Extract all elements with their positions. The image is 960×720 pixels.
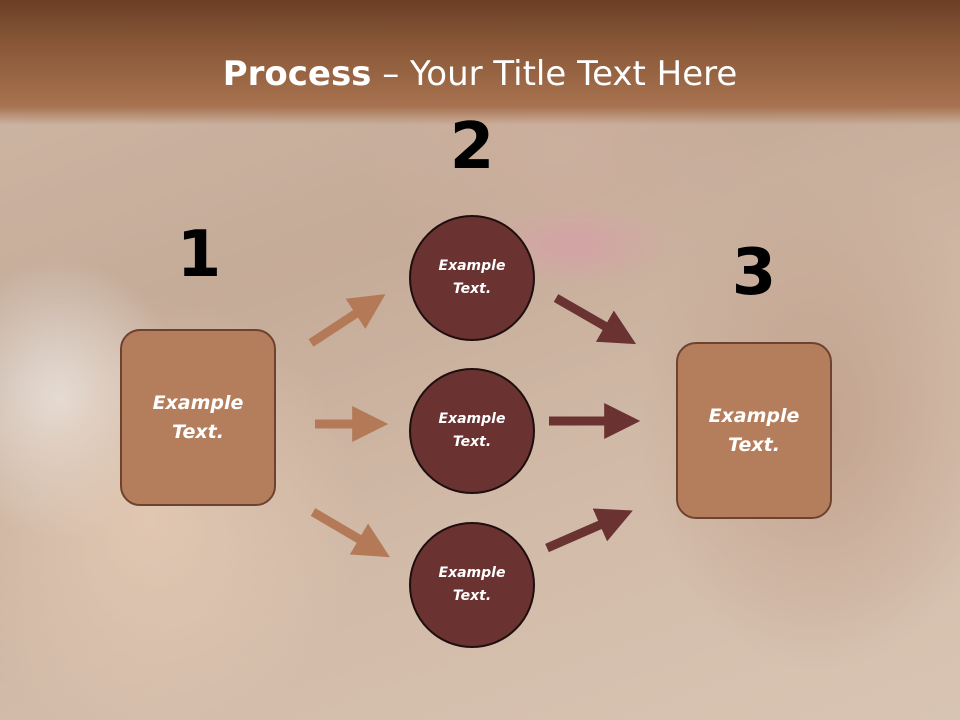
title-rest: – Your Title Text Here [371,54,738,94]
step-number-3: 3 [731,236,777,310]
arrow-step1-to-bottom [310,508,390,558]
circle-top-line2: Text. [452,281,492,297]
header-band [0,0,960,125]
circle-middle-line1: Example [438,411,506,427]
circle-bottom-line2: Text. [452,588,492,604]
step-1-line2: Text. [172,420,224,443]
arrow-bottom-to-step3 [545,508,633,553]
arrow-top-to-step3 [553,294,637,345]
step-3-line1: Example [708,404,800,427]
step-number-2: 2 [449,110,495,184]
circle-top-line1: Example [438,258,506,274]
step-number-1: 1 [176,218,222,292]
title-bold: Process [222,54,372,94]
slide-title: Process – Your Title Text Here [0,54,960,94]
circle-bottom-line1: Example [438,565,506,581]
arrow-step1-to-top [308,294,386,347]
step-3-line2: Text. [728,433,780,456]
step-1-line1: Example [152,391,244,414]
circle-middle-line2: Text. [452,434,492,450]
